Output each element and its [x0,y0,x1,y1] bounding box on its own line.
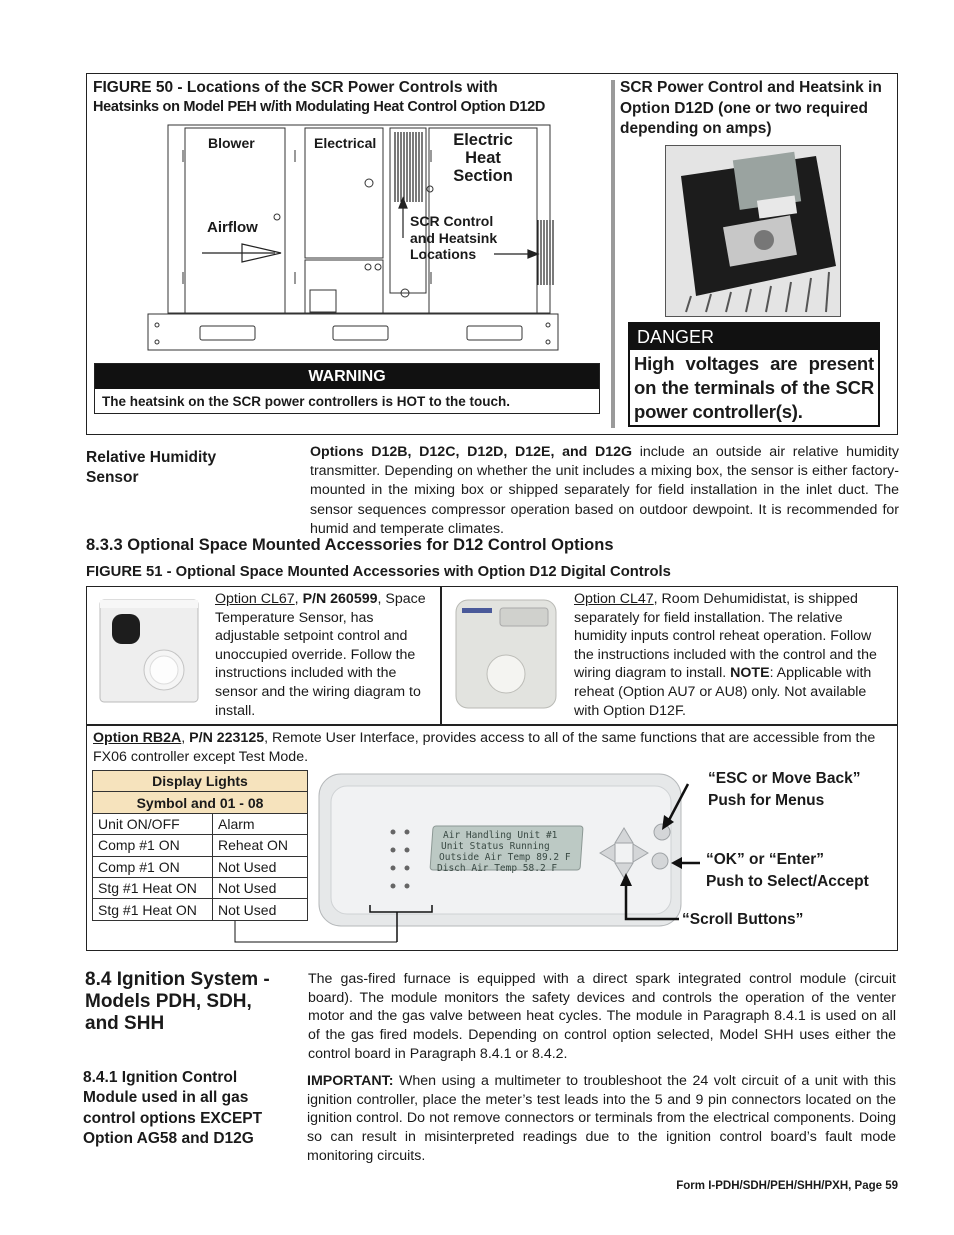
label-scr-3: Locations [410,246,477,262]
option-cl67-separator: , [294,591,303,607]
option-cl47-description: Option CL47, Room Dehumidistat, is shipp… [574,590,892,720]
rh-text: include an outside air relative humidity… [310,444,899,537]
table-cell: Comp #1 ON [92,855,213,878]
table-cell: Not Used [212,876,308,900]
option-cl67-pn: P/N 260599 [302,591,378,607]
figure-51-title: FIGURE 51 - Optional Space Mounted Acces… [86,564,671,580]
table-header-2: Symbol and 01 - 08 [92,791,308,814]
option-cl47-name: Option CL47 [574,591,654,607]
scr-heatsink-photo [665,145,841,317]
display-line-3: Outside Air Temp 89.2 F [439,852,571,863]
label-scr-locations: SCR Control and Heatsink Locations [410,213,497,263]
option-cl67-description: Option CL67, P/N 260599, Space Temperatu… [215,590,437,720]
table-cell: Not Used [212,898,308,921]
rh-paragraph: Options D12B, D12C, D12D, D12E, and D12G… [310,443,899,539]
danger-heading: DANGER [630,324,878,350]
option-rb2a-pn: P/N 223125 [189,730,265,746]
scr-caption: SCR Power Control and Heatsink in Option… [620,79,882,137]
label-electrical: Electrical [314,135,377,151]
figure-50-title: FIGURE 50 - Locations of the SCR Power C… [93,79,498,96]
unit-diagram [147,124,559,351]
option-cl47-text: , Room Dehumidistat, is shipped separate… [574,591,877,682]
label-airflow: Airflow [207,219,258,236]
table-header-1: Display Lights [92,769,308,793]
figure-51-divider-h [86,724,898,726]
important-text: When using a multimeter to troubleshoot … [307,1073,896,1164]
figure-50-box [86,73,898,435]
figure-50-subtitle: Heatsinks on Model PEH w/ith Modulating … [93,99,546,115]
section-8-4-1-heading: 8.4.1 Ignition Control Module used in al… [83,1069,263,1148]
warning-text: The heatsink on the SCR power controller… [102,394,511,409]
remote-user-interface-photo: Air Handling Unit #1 Unit Status Running… [318,773,682,927]
danger-text: High voltages are present on the termina… [634,353,874,422]
note-text: : Applicable with reheat (Option AU7 or … [574,665,872,719]
space-temperature-sensor-photo [99,599,199,703]
figure-51-divider-v [440,586,442,724]
display-lights-table: Display Lights Symbol and 01 - 08 Unit O… [92,769,308,921]
label-electric-heat-section: Electric Heat Section [434,131,532,185]
room-dehumidistat-photo [455,599,557,709]
esc-callout-line-1: “ESC or Move Back” [708,770,861,787]
option-cl67-name: Option CL67 [215,591,295,607]
table-cell: Not Used [212,855,308,878]
label-scr-1: SCR Control [410,213,494,229]
scroll-callout: “Scroll Buttons” [682,911,804,928]
label-scr-2: and Heatsink [410,229,498,246]
display-line-1: Air Handling Unit #1 [443,830,558,841]
section-8-4-paragraph: The gas-fired furnace is equipped with a… [308,971,896,1062]
ok-callout: “OK” or “Enter” Push to Select/Accept [706,849,869,893]
option-rb2a-text: , Remote User Interface, provides access… [93,730,876,765]
option-rb2a-description: Option RB2A, P/N 223125, Remote User Int… [93,729,893,766]
figure-51-box [86,586,898,951]
page-footer: Form I-PDH/SDH/PEH/SHH/PXH, Page 59 [676,1180,898,1192]
label-electric-heat-1: Electric [453,131,513,149]
danger-box [628,322,880,427]
esc-callout-line-2: Push for Menus [708,792,825,809]
section-8-3-3-heading: 8.3.3 Optional Space Mounted Accessories… [86,536,614,554]
display-line-4: Disch Air Temp 58.2 F [437,863,557,874]
label-electric-heat-3: Section [453,167,513,185]
label-blower: Blower [208,135,255,151]
esc-callout: “ESC or Move Back” Push for Menus [708,768,860,812]
warning-heading: WARNING [95,364,599,389]
warning-box [94,363,600,414]
rh-options: Options D12B, D12C, D12D, D12E, and D12G [310,444,633,460]
rh-sensor-label: Relative Humidity Sensor [86,449,217,486]
important-label: IMPORTANT: [307,1073,394,1089]
option-rb2a-name: Option RB2A [93,730,182,746]
option-cl67-text: , Space Temperature Sensor, has adjustab… [215,591,426,719]
note-label: NOTE [730,665,770,682]
ok-callout-line-1: “OK” or “Enter” [706,851,824,868]
figure-divider [611,80,615,428]
important-paragraph: IMPORTANT: When using a multimeter to tr… [307,1072,896,1166]
section-8-4-heading: 8.4 Ignition System - Models PDH, SDH, a… [85,969,270,1034]
display-line-2: Unit Status Running [441,841,550,852]
ok-callout-line-2: Push to Select/Accept [706,873,869,890]
table-cell: Stg #1 Heat ON [92,876,213,900]
label-electric-heat-2: Heat [465,149,501,167]
table-cell: Reheat ON [212,834,308,857]
option-rb2a-separator: , [181,730,190,746]
